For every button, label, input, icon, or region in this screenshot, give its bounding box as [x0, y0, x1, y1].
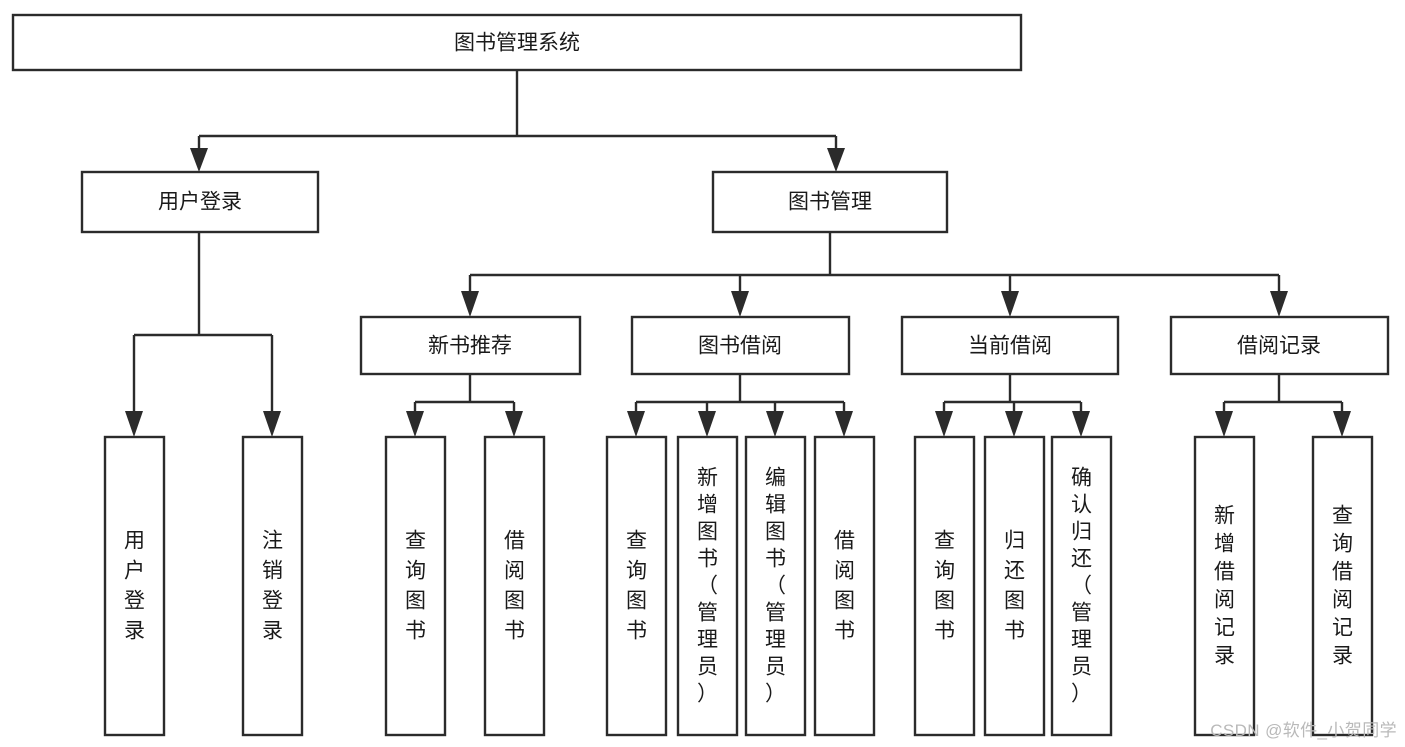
- node-root[interactable]: 图书管理系统: [11, 13, 1023, 72]
- node-new-book-rec[interactable]: 新书推荐: [359, 315, 582, 376]
- node-user-login[interactable]: 用户登录: [80, 170, 320, 234]
- arrow-book-mgmt-to-current-borrow: [1001, 291, 1019, 317]
- arrow-current-borrow-to-return-book: [1005, 411, 1023, 437]
- node-leaf-query-record-label: 查询借阅记录: [1332, 505, 1353, 668]
- edge-book-borrow-trunk: [634, 374, 846, 413]
- arrow-current-borrow-to-query-book: [935, 411, 953, 437]
- node-leaf-add-record[interactable]: 新增借阅记录: [1193, 435, 1256, 737]
- node-leaf-borrow-book-2-label: 借阅图书: [834, 530, 855, 643]
- edge-current-borrow-trunk: [942, 374, 1083, 413]
- node-current-borrow[interactable]: 当前借阅: [900, 315, 1120, 376]
- edge-user-login-trunk: [132, 232, 274, 413]
- node-leaf-confirm-return-label: 确认归还（管理员）: [1071, 467, 1092, 706]
- node-borrow-record[interactable]: 借阅记录: [1169, 315, 1390, 376]
- node-leaf-logout[interactable]: 注销登录: [241, 435, 304, 737]
- node-leaf-logout-label: 注销登录: [262, 530, 283, 643]
- arrow-book-borrow-to-borrow-book: [835, 411, 853, 437]
- node-book-mgmt-label: 图书管理: [788, 191, 872, 214]
- arrow-root-to-user-login: [190, 148, 208, 172]
- arrow-book-mgmt-to-new-book-rec: [461, 291, 479, 317]
- arrow-root-to-book-mgmt: [827, 148, 845, 172]
- node-leaf-add-record-label: 新增借阅记录: [1214, 505, 1235, 668]
- node-book-mgmt[interactable]: 图书管理: [711, 170, 949, 234]
- arrow-book-borrow-to-add-book: [698, 411, 716, 437]
- node-leaf-borrow-book-1-label: 借阅图书: [504, 530, 525, 643]
- node-leaf-query-book-3-label: 查询图书: [934, 530, 955, 643]
- edge-root-trunk: [197, 70, 838, 152]
- node-current-borrow-label: 当前借阅: [968, 335, 1052, 358]
- node-leaf-edit-book-label: 编辑图书（管理员）: [765, 467, 786, 706]
- node-book-borrow[interactable]: 图书借阅: [630, 315, 851, 376]
- arrow-current-borrow-to-confirm-return: [1072, 411, 1090, 437]
- node-user-login-label: 用户登录: [158, 191, 242, 214]
- arrow-user-login-to-leaf-logout: [263, 411, 281, 437]
- node-new-book-rec-label: 新书推荐: [428, 335, 512, 358]
- node-root-label: 图书管理系统: [454, 32, 580, 55]
- arrow-user-login-to-leaf-user-login: [125, 411, 143, 437]
- node-leaf-query-book-1-label: 查询图书: [405, 530, 426, 643]
- node-leaf-borrow-book-2[interactable]: 借阅图书: [813, 435, 876, 737]
- node-leaf-user-login[interactable]: 用户登录: [103, 435, 166, 737]
- edge-new-book-rec-trunk: [413, 374, 516, 413]
- node-leaf-add-book-label: 新增图书（管理员）: [697, 467, 718, 706]
- arrow-new-book-rec-to-borrow-book: [505, 411, 523, 437]
- edge-borrow-record-trunk: [1222, 374, 1344, 413]
- edges-layer: [125, 70, 1351, 437]
- node-leaf-query-book-2[interactable]: 查询图书: [605, 435, 668, 737]
- node-leaf-edit-book[interactable]: 编辑图书（管理员）: [744, 435, 807, 737]
- arrow-new-book-rec-to-query-book: [406, 411, 424, 437]
- nodes-layer: 图书管理系统 用户登录 图书管理 新书推荐 图书借阅: [11, 13, 1390, 737]
- node-leaf-return-book-label: 归还图书: [1004, 530, 1025, 643]
- node-leaf-query-record[interactable]: 查询借阅记录: [1311, 435, 1374, 737]
- node-leaf-query-book-2-label: 查询图书: [626, 530, 647, 643]
- node-leaf-confirm-return[interactable]: 确认归还（管理员）: [1050, 435, 1113, 737]
- node-leaf-query-book-1[interactable]: 查询图书: [384, 435, 447, 737]
- node-leaf-add-book[interactable]: 新增图书（管理员）: [676, 435, 739, 737]
- node-leaf-borrow-book-1[interactable]: 借阅图书: [483, 435, 546, 737]
- arrow-book-borrow-to-query-book: [627, 411, 645, 437]
- node-leaf-user-login-label: 用户登录: [124, 530, 145, 643]
- arrow-book-mgmt-to-borrow-record: [1270, 291, 1288, 317]
- node-leaf-query-book-3[interactable]: 查询图书: [913, 435, 976, 737]
- node-borrow-record-label: 借阅记录: [1237, 335, 1321, 358]
- arrow-book-borrow-to-edit-book: [766, 411, 784, 437]
- edge-book-mgmt-trunk: [468, 232, 1281, 293]
- arrow-book-mgmt-to-book-borrow: [731, 291, 749, 317]
- node-book-borrow-label: 图书借阅: [698, 335, 782, 358]
- node-leaf-return-book[interactable]: 归还图书: [983, 435, 1046, 737]
- arrow-borrow-record-to-query-record: [1333, 411, 1351, 437]
- arrow-borrow-record-to-add-record: [1215, 411, 1233, 437]
